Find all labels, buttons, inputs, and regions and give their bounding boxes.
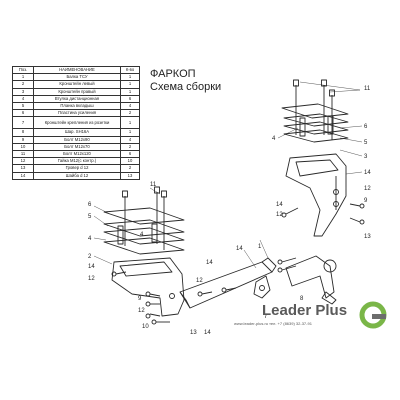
callout: 12 <box>276 212 283 218</box>
brand-accent: Plus <box>315 302 348 319</box>
callout: 13 <box>364 234 371 240</box>
row-qty: 2 <box>120 109 140 118</box>
callout: 4 <box>272 136 276 142</box>
callout: 14 <box>206 260 213 266</box>
callout: 14 <box>276 202 283 208</box>
row-qty: 1 <box>120 73 140 82</box>
callout: 14 <box>364 170 371 176</box>
row-qty: 1 <box>120 80 140 89</box>
callout: 5 <box>88 214 92 220</box>
footer-url: www.leader-plus.ru тел. +7 (8639) 32-37-… <box>234 321 312 326</box>
callout-numbers: 11 4 6 5 3 14 12 9 13 11 6 5 4 2 14 12 1… <box>88 86 371 336</box>
left-bracket <box>111 257 185 317</box>
row-qty: 1 <box>120 128 140 137</box>
parts-table-header: Поз. НАИМЕНОВАНИЕ К-во <box>12 65 140 75</box>
brand-logo-text: Leader Plus <box>262 302 347 319</box>
callout: 12 <box>138 308 145 314</box>
callout: 2 <box>88 254 92 260</box>
brand-main: Leader <box>262 302 312 319</box>
socket-bracket <box>253 275 271 299</box>
row-qty: 10 <box>120 157 140 166</box>
tow-ball <box>285 255 337 305</box>
row-qty: 4 <box>120 102 140 111</box>
page-subtitle: Схема сборки <box>150 81 222 93</box>
tow-beam <box>179 257 277 309</box>
left-plates <box>103 207 185 255</box>
callout: 4 <box>88 236 92 242</box>
callout: 4 <box>140 232 144 238</box>
fasteners <box>111 203 365 325</box>
callout: 13 <box>190 330 197 336</box>
callout: 9 <box>138 296 142 302</box>
right-plates <box>281 103 349 143</box>
title-block: ФАРКОП Схема сборки <box>150 68 221 94</box>
callout: 1 <box>258 244 262 250</box>
callout: 12 <box>88 276 95 282</box>
callout: 5 <box>364 140 368 146</box>
callout: 12 <box>196 278 203 284</box>
row-qty: 13 <box>120 171 140 180</box>
row-qty: 2 <box>120 164 140 173</box>
callout: 11 <box>150 182 157 188</box>
callout: 12 <box>364 186 371 192</box>
callout: 6 <box>88 202 92 208</box>
callout: 9 <box>364 198 368 204</box>
callout: 3 <box>364 154 368 160</box>
leader-lines <box>93 81 363 269</box>
callout: 11 <box>364 86 371 92</box>
callout: 8 <box>300 296 304 302</box>
callout: 14 <box>88 264 95 270</box>
row-qty: 1 <box>120 87 140 96</box>
page-title: ФАРКОП <box>150 68 196 80</box>
callout: 10 <box>142 324 149 330</box>
brand-logo-icon <box>359 301 387 329</box>
callout: 7 <box>264 314 268 320</box>
row-qty: 4 <box>120 135 140 144</box>
callout: 6 <box>364 124 368 130</box>
callout: 14 <box>204 330 211 336</box>
right-bracket <box>285 153 347 237</box>
col-qty: К-во <box>120 65 140 75</box>
row-qty: 6 <box>120 150 140 159</box>
row-qty: 6 <box>120 94 140 104</box>
callout: 14 <box>236 246 243 252</box>
row-qty: 2 <box>120 142 140 152</box>
